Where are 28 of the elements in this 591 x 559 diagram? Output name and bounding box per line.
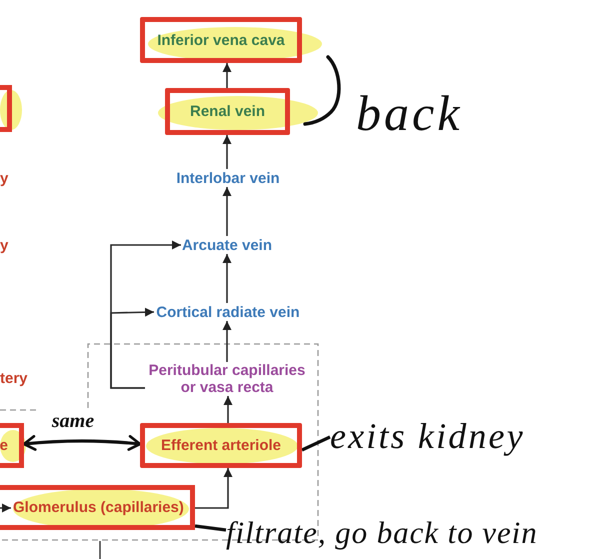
arrow — [0, 504, 11, 512]
double-headed-arrow — [22, 435, 142, 451]
arrow — [222, 254, 232, 303]
elbow-arrow — [110, 240, 181, 389]
cut-off-label: y — [0, 237, 10, 254]
leader-line — [194, 524, 226, 532]
arrow — [224, 396, 232, 423]
vessel-label: Peritubular capillaries or vasa recta — [145, 362, 309, 396]
handwritten-note: filtrate, go back to vein — [226, 510, 588, 554]
arrow — [222, 135, 232, 169]
annotation-box — [0, 85, 12, 132]
annotation-box: Inferior vena cava — [140, 17, 302, 63]
cut-off-label: tery — [0, 370, 29, 387]
handwritten-note: back — [356, 88, 464, 138]
annotation-box: Glomerulus (capillaries) — [0, 485, 195, 530]
vessel-label: Cortical radiate vein — [154, 303, 302, 321]
elbow-arrow — [195, 468, 232, 509]
annotation-box: Renal vein — [165, 88, 290, 135]
annotation-box: e — [0, 423, 24, 468]
cut-off-label: y — [0, 170, 10, 187]
annotation-box: Efferent arteriole — [140, 423, 302, 468]
vessel-label: Arcuate vein — [181, 236, 273, 254]
arrow — [222, 187, 232, 236]
arrow — [222, 321, 232, 362]
handwritten-note: exits kidney — [330, 414, 552, 458]
arrow — [222, 63, 232, 88]
leader-line — [301, 436, 331, 452]
vessel-label: Interlobar vein — [175, 169, 281, 187]
